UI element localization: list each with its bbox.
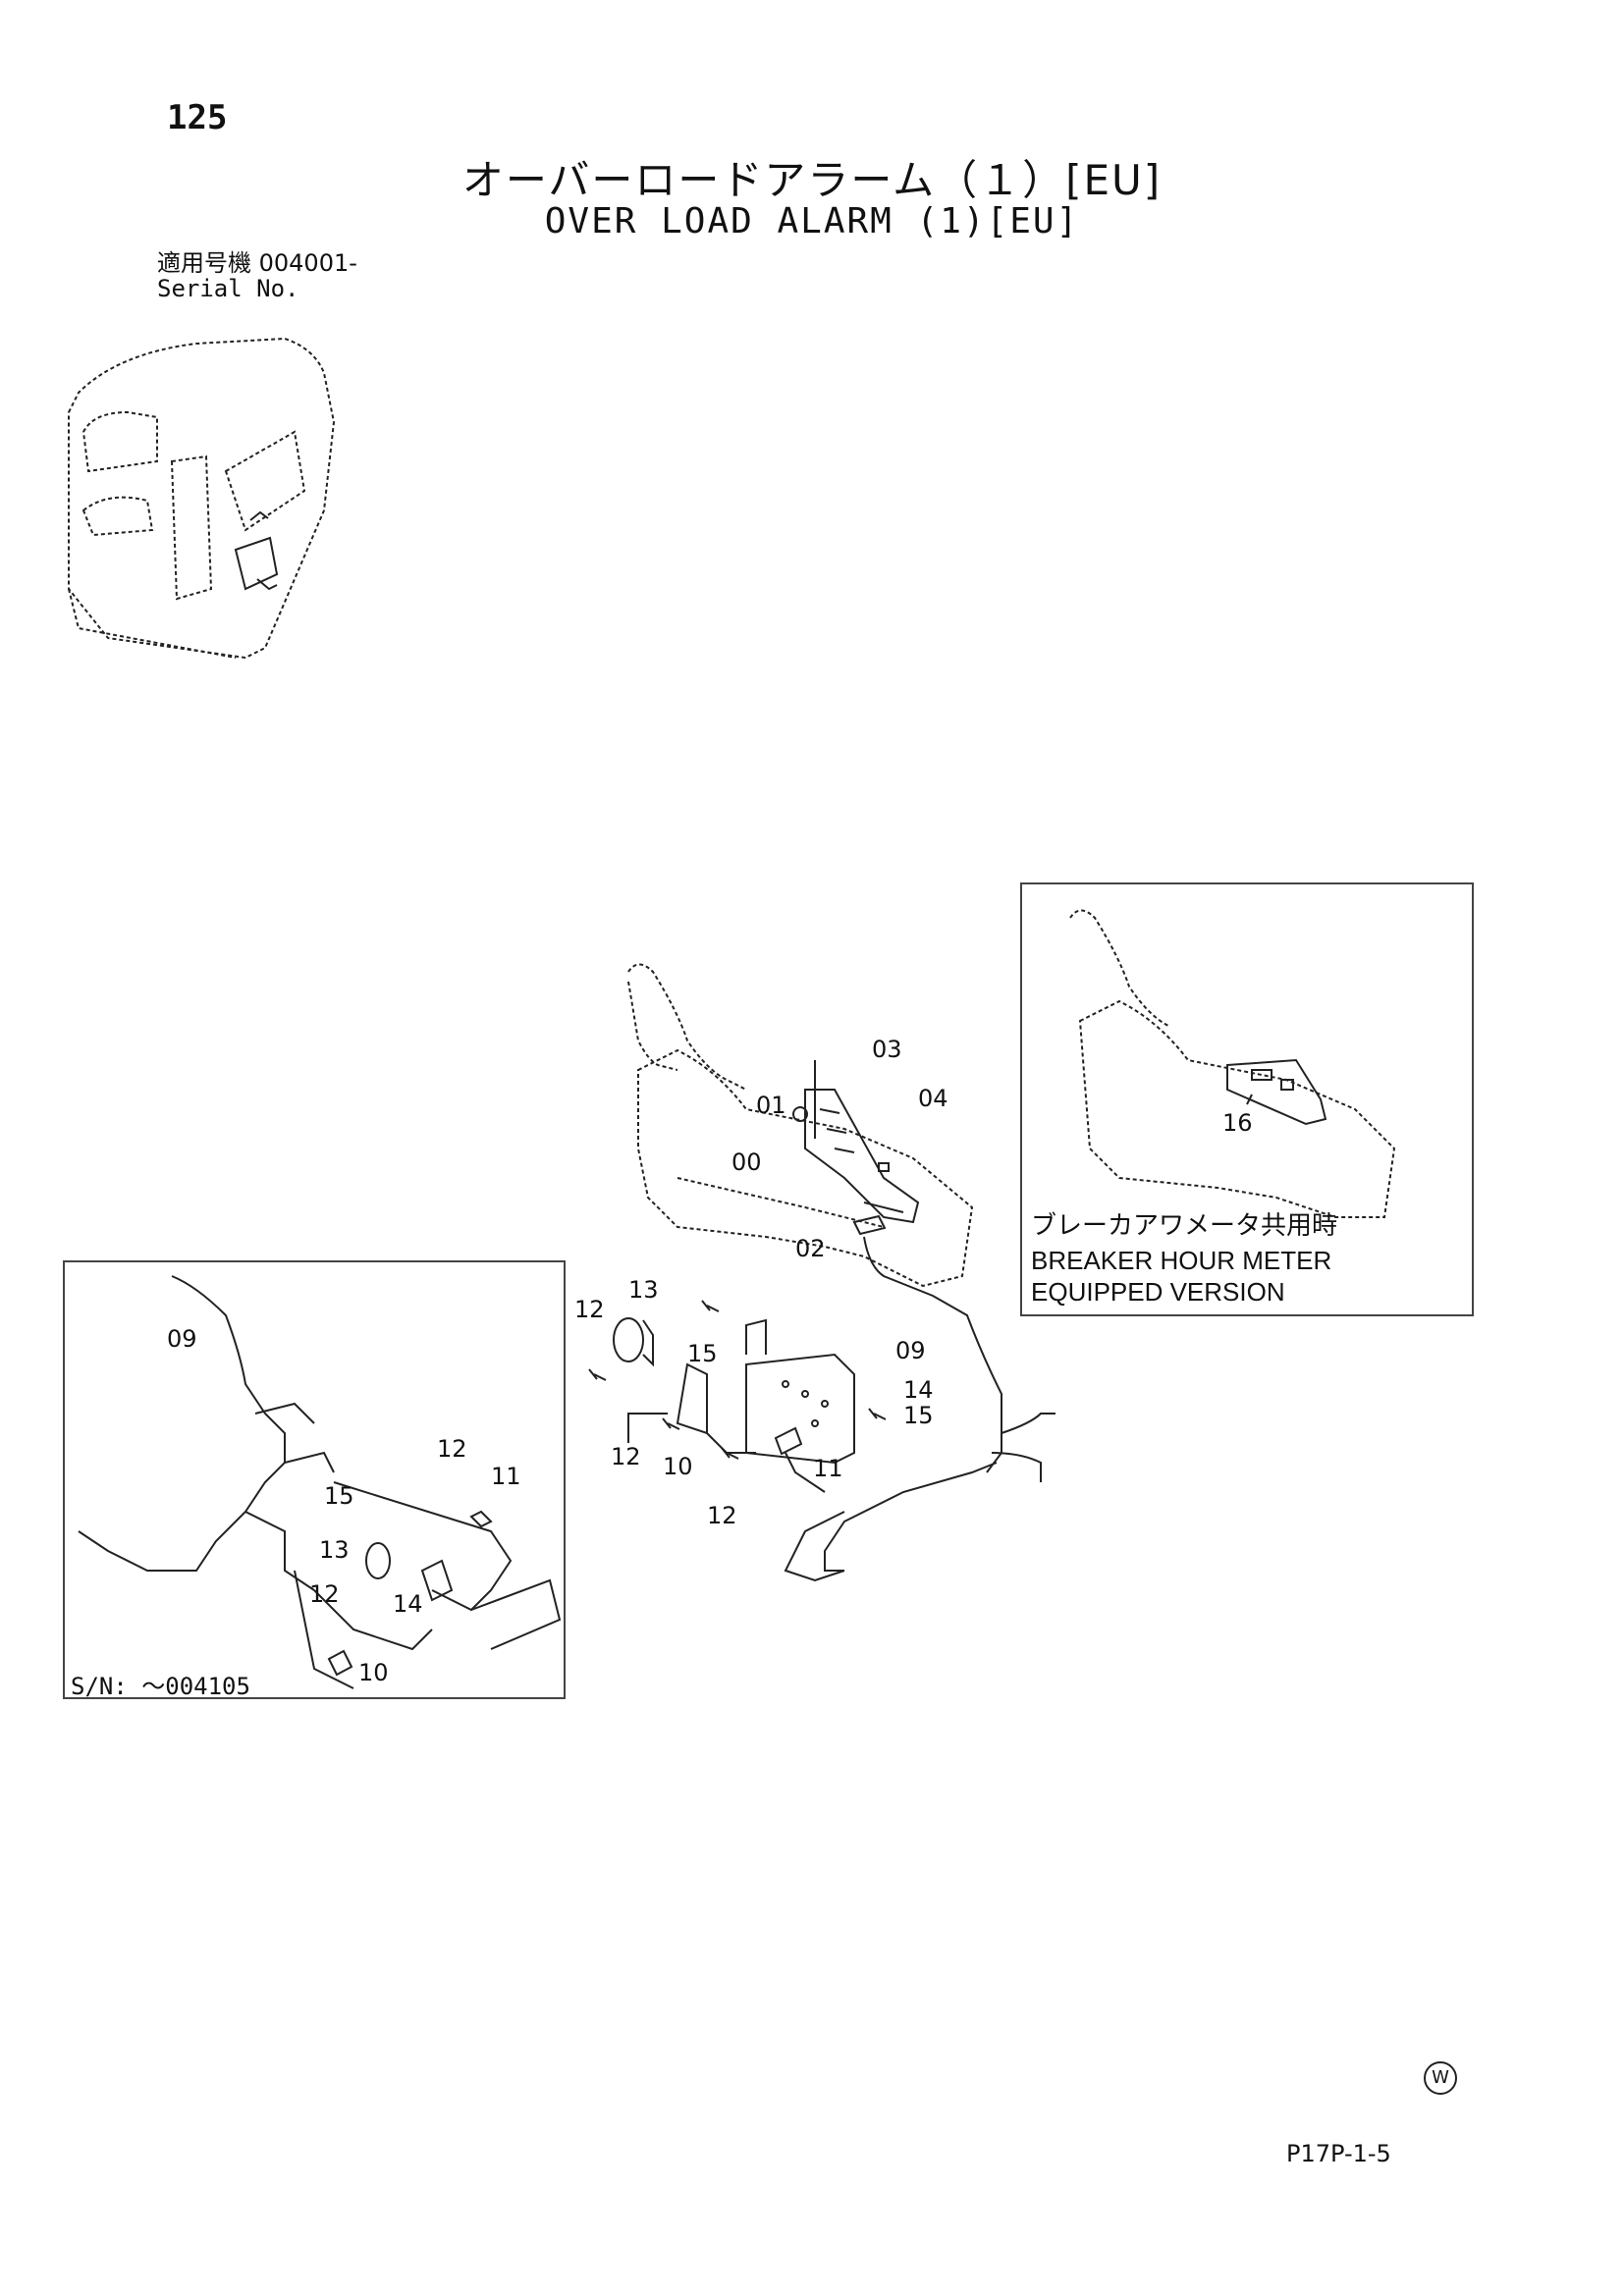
callout-12: 12 xyxy=(574,1296,605,1323)
breaker-label-english-1: BREAKER HOUR METER xyxy=(1031,1246,1332,1275)
serial-label-english: Serial No. xyxy=(157,275,299,302)
w-mark: W xyxy=(1424,2061,1457,2095)
callout-10: 10 xyxy=(663,1453,693,1480)
callout-11: 11 xyxy=(813,1455,843,1482)
breaker-console-drawing xyxy=(1069,909,1396,1218)
old-sn-label: S/N: ～004105 xyxy=(71,1673,250,1700)
callout-14: 14 xyxy=(903,1376,934,1404)
old-sn-callout-10: 10 xyxy=(358,1659,389,1686)
cab-overview-drawing xyxy=(68,337,336,660)
callout-01: 01 xyxy=(756,1092,786,1119)
callout-03: 03 xyxy=(872,1036,902,1063)
page-number: 125 xyxy=(167,98,228,137)
old-sn-callout-09: 09 xyxy=(167,1325,197,1353)
wire-harness-main xyxy=(784,1236,1056,1582)
old-sn-callout-12b: 12 xyxy=(309,1580,340,1608)
console-outline xyxy=(627,963,974,1288)
callout-09: 09 xyxy=(895,1337,926,1364)
page-title-japanese: オーバーロードアラーム（１）[EU] xyxy=(461,156,1163,204)
breaker-label-japanese: ブレーカアワメータ共用時 xyxy=(1031,1210,1338,1240)
old-sn-inset-frame xyxy=(63,1260,566,1699)
breaker-callout-16: 16 xyxy=(1222,1109,1253,1137)
callout-15: 15 xyxy=(687,1340,718,1367)
old-sn-callout-15: 15 xyxy=(324,1482,354,1510)
breaker-meter-bracket xyxy=(1226,1058,1327,1126)
callout-00: 00 xyxy=(731,1148,762,1176)
callout-02: 02 xyxy=(795,1235,826,1262)
page-footer-code: P17P-1-5 xyxy=(1286,2140,1391,2167)
callout-04: 04 xyxy=(918,1085,948,1112)
old-sn-callout-11: 11 xyxy=(491,1463,521,1490)
lamp-and-fasteners xyxy=(588,1300,887,1460)
old-sn-harness-drawing xyxy=(78,1275,562,1689)
serial-range: 適用号機 004001- Serial No. xyxy=(157,250,357,301)
plate-assembly xyxy=(627,1318,855,1465)
bracket-assembly xyxy=(792,1060,920,1236)
old-sn-callout-14: 14 xyxy=(393,1590,423,1618)
cab-monitor-detail xyxy=(234,510,279,591)
serial-label-japanese: 適用号機 004001- xyxy=(157,249,357,277)
old-sn-callout-12: 12 xyxy=(437,1435,467,1463)
callout-12c: 12 xyxy=(707,1502,737,1529)
callout-15b: 15 xyxy=(903,1402,934,1429)
callout-13: 13 xyxy=(628,1276,659,1304)
page-title-english: OVER LOAD ALARM (1)[EU] xyxy=(544,201,1080,241)
breaker-inset-frame xyxy=(1020,882,1474,1316)
old-sn-callout-13: 13 xyxy=(319,1536,350,1564)
callout-12b: 12 xyxy=(611,1443,641,1470)
breaker-label-english-2: EQUIPPED VERSION xyxy=(1031,1277,1285,1307)
